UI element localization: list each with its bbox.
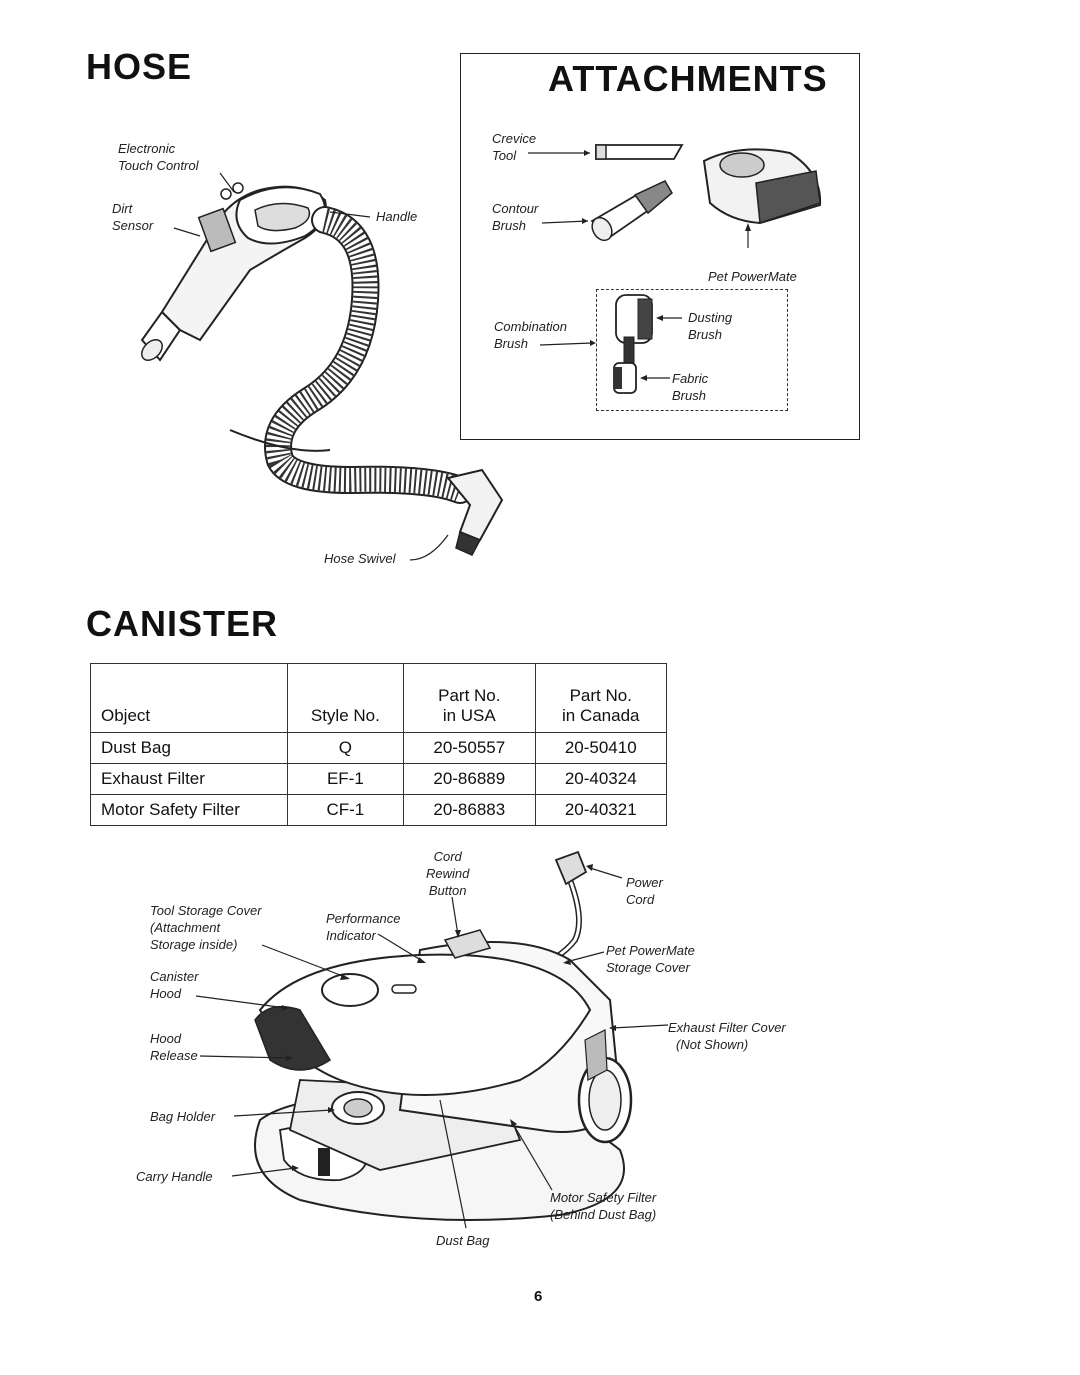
sensor-text: Sensor bbox=[112, 218, 154, 233]
contour-text: Contour bbox=[492, 201, 539, 216]
hood-release-hood-text: Hood bbox=[150, 1031, 182, 1046]
parts-table: Object Style No. Part No. in USA Part No… bbox=[90, 663, 668, 826]
dirt-sensor-label: Dirt Sensor bbox=[112, 200, 153, 234]
electronic-touch-control-label: Electronic Touch Control bbox=[118, 140, 198, 174]
exhaust-filter-cover-label: Exhaust Filter Cover (Not Shown) bbox=[668, 1019, 786, 1053]
table-row: Dust Bag Q 20-50557 20-50410 bbox=[90, 732, 668, 764]
fabric-text: Fabric bbox=[672, 371, 709, 386]
power-text: Power bbox=[626, 875, 663, 890]
motor-safety-filter-label: Motor Safety Filter (Behind Dust Bag) bbox=[550, 1189, 656, 1223]
dirt-text: Dirt bbox=[112, 201, 133, 216]
header-object: Object bbox=[90, 663, 288, 733]
cell-usa: 20-86883 bbox=[403, 794, 536, 826]
indicator-text: Indicator bbox=[326, 928, 376, 943]
header-usa-top: Part No. bbox=[438, 686, 501, 705]
crevice-tool-label: Crevice Tool bbox=[492, 130, 536, 164]
header-style: Style No. bbox=[286, 663, 405, 733]
cell-style: Q bbox=[286, 732, 405, 764]
tool-storage-cover-text: Tool Storage Cover bbox=[150, 903, 262, 918]
pet-powermate-label: Pet PowerMate bbox=[708, 269, 797, 284]
crevice-text: Crevice bbox=[492, 131, 537, 146]
release-text: Release bbox=[150, 1048, 198, 1063]
storage-inside-text: Storage inside) bbox=[150, 937, 238, 952]
header-usa-bottom: in USA bbox=[442, 706, 496, 725]
hood-text: Hood bbox=[150, 986, 182, 1001]
fabric-brush-text: Brush bbox=[672, 388, 706, 403]
tool-storage-cover-label: Tool Storage Cover (Attachment Storage i… bbox=[150, 902, 262, 953]
not-shown-text: (Not Shown) bbox=[676, 1037, 749, 1052]
header-part-usa: Part No. in USA bbox=[403, 663, 536, 733]
page-number: 6 bbox=[534, 1288, 543, 1305]
performance-text: Performance bbox=[326, 911, 401, 926]
bag-holder-label: Bag Holder bbox=[150, 1109, 216, 1124]
dusting-text: Dusting bbox=[688, 310, 733, 325]
motor-safety-filter-text: Motor Safety Filter bbox=[550, 1190, 657, 1205]
header-part-canada: Part No. in Canada bbox=[534, 663, 668, 733]
fabric-brush-label: Fabric Brush bbox=[672, 370, 708, 404]
table-row: Motor Safety Filter CF-1 20-86883 20-403… bbox=[90, 794, 668, 826]
performance-indicator-label: Performance Indicator bbox=[326, 910, 400, 944]
dust-bag-label: Dust Bag bbox=[436, 1233, 490, 1248]
cell-style: CF-1 bbox=[286, 794, 405, 826]
attachment-text: (Attachment bbox=[150, 920, 221, 935]
contour-brush-text: Brush bbox=[492, 218, 526, 233]
cell-canada: 20-40321 bbox=[534, 794, 668, 826]
cord-rewind-button-label: Cord Rewind Button bbox=[426, 848, 469, 899]
canister-text: Canister bbox=[150, 969, 199, 984]
exhaust-filter-cover-text: Exhaust Filter Cover bbox=[668, 1020, 786, 1035]
touch-control-text: Touch Control bbox=[118, 158, 199, 173]
electronic-text: Electronic bbox=[118, 141, 176, 156]
hood-release-label: Hood Release bbox=[150, 1030, 198, 1064]
parts-table-header-row: Object Style No. Part No. in USA Part No… bbox=[90, 663, 668, 733]
combination-brush-text: Brush bbox=[494, 336, 528, 351]
canister-hood-label: Canister Hood bbox=[150, 968, 198, 1002]
table-row: Exhaust Filter EF-1 20-86889 20-40324 bbox=[90, 763, 668, 795]
button-text: Button bbox=[428, 883, 467, 898]
contour-brush-label: Contour Brush bbox=[492, 200, 538, 234]
combination-brush-label: Combination Brush bbox=[494, 318, 567, 352]
attachments-illustration bbox=[528, 144, 822, 394]
handle-label: Handle bbox=[376, 209, 418, 224]
cord-text: Cord bbox=[433, 849, 462, 864]
combination-brush-dashed-box bbox=[596, 289, 788, 411]
carry-handle-label: Carry Handle bbox=[136, 1169, 213, 1184]
header-canada-top: Part No. bbox=[569, 686, 632, 705]
attachments-box bbox=[460, 53, 860, 440]
dusting-brush-text: Brush bbox=[688, 327, 722, 342]
power-cord-label: Power Cord bbox=[626, 874, 663, 908]
tool-text: Tool bbox=[492, 148, 517, 163]
storage-cover-text: Storage Cover bbox=[606, 960, 690, 975]
canister-heading: CANISTER bbox=[86, 603, 279, 644]
dusting-brush-label: Dusting Brush bbox=[688, 309, 732, 343]
cell-usa: 20-50557 bbox=[403, 732, 536, 764]
behind-dust-bag-text: (Behind Dust Bag) bbox=[550, 1207, 657, 1222]
combination-text: Combination bbox=[494, 319, 567, 334]
cell-object: Dust Bag bbox=[90, 732, 288, 764]
hose-illustration bbox=[140, 172, 504, 561]
pet-powermate-storage-cover-label: Pet PowerMate Storage Cover bbox=[606, 942, 695, 976]
pet-powermate-storage-text: Pet PowerMate bbox=[606, 943, 695, 958]
hose-swivel-label: Hose Swivel bbox=[324, 551, 396, 566]
rewind-text: Rewind bbox=[426, 866, 470, 881]
cell-object: Motor Safety Filter bbox=[90, 794, 288, 826]
hose-heading: HOSE bbox=[86, 46, 193, 87]
attachments-heading: ATTACHMENTS bbox=[548, 58, 828, 99]
header-canada-bottom: in Canada bbox=[562, 706, 640, 725]
power-cord-text: Cord bbox=[626, 892, 655, 907]
